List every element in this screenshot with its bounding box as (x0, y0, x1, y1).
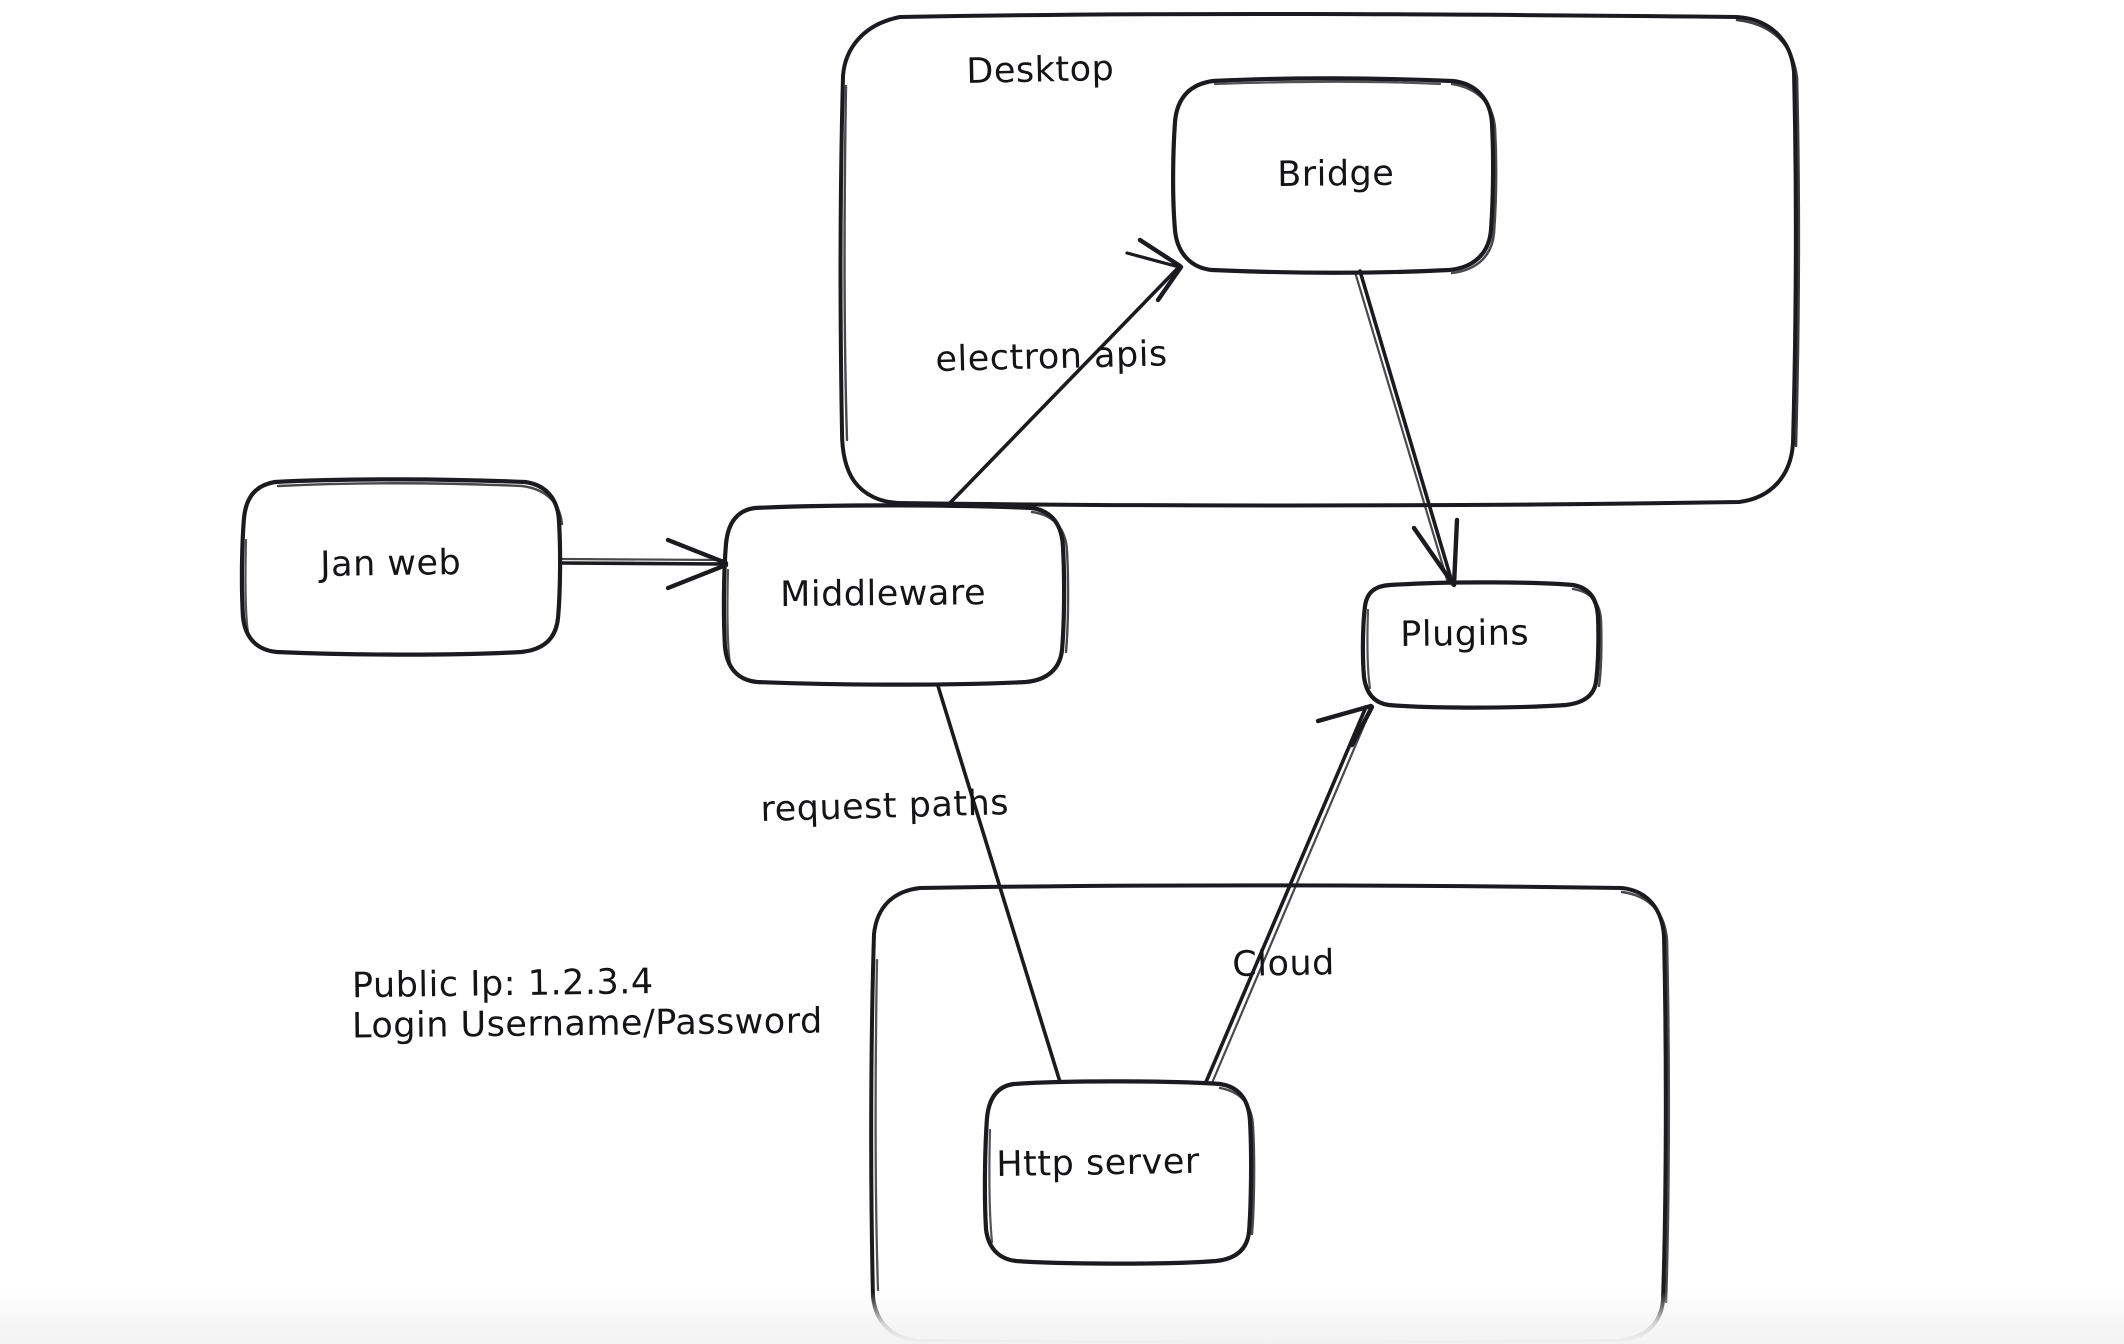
node-label-bridge[interactable]: Bridge (1277, 153, 1395, 195)
note-login-line: Login Username/Password (351, 1001, 823, 1047)
node-http-server-outline[interactable] (982, 1079, 1256, 1266)
edge-httpserver-to-plugins (1204, 703, 1375, 1085)
node-label-http-server[interactable]: Http server (996, 1141, 1201, 1185)
node-middleware-outline[interactable] (721, 503, 1070, 687)
group-label-desktop: Desktop (966, 48, 1115, 92)
edge-label-electron-apis: electron apis (935, 334, 1169, 380)
node-label-jan-web[interactable]: Jan web (320, 543, 462, 585)
edge-label-request-paths: request paths (760, 783, 1010, 830)
edge-janweb-to-middleware (558, 537, 729, 591)
node-label-middleware[interactable]: Middleware (780, 573, 987, 615)
group-desktop-outline (838, 11, 1801, 508)
edge-label-cloud: Cloud (1232, 943, 1336, 985)
node-plugins-outline[interactable] (1360, 580, 1603, 710)
node-label-plugins[interactable]: Plugins (1400, 613, 1530, 655)
node-jan-web-outline[interactable] (239, 477, 564, 657)
edge-bridge-to-plugins (1353, 269, 1460, 588)
note-credentials: Public Ip: 1.2.3.4 Login Username/Passwo… (351, 962, 823, 1047)
note-public-ip-line: Public Ip: 1.2.3.4 (351, 962, 654, 1007)
edge-middleware-to-bridge (946, 237, 1184, 507)
node-bridge-outline[interactable] (1171, 76, 1498, 275)
edge-httpserver-to-middleware (936, 684, 1062, 1084)
